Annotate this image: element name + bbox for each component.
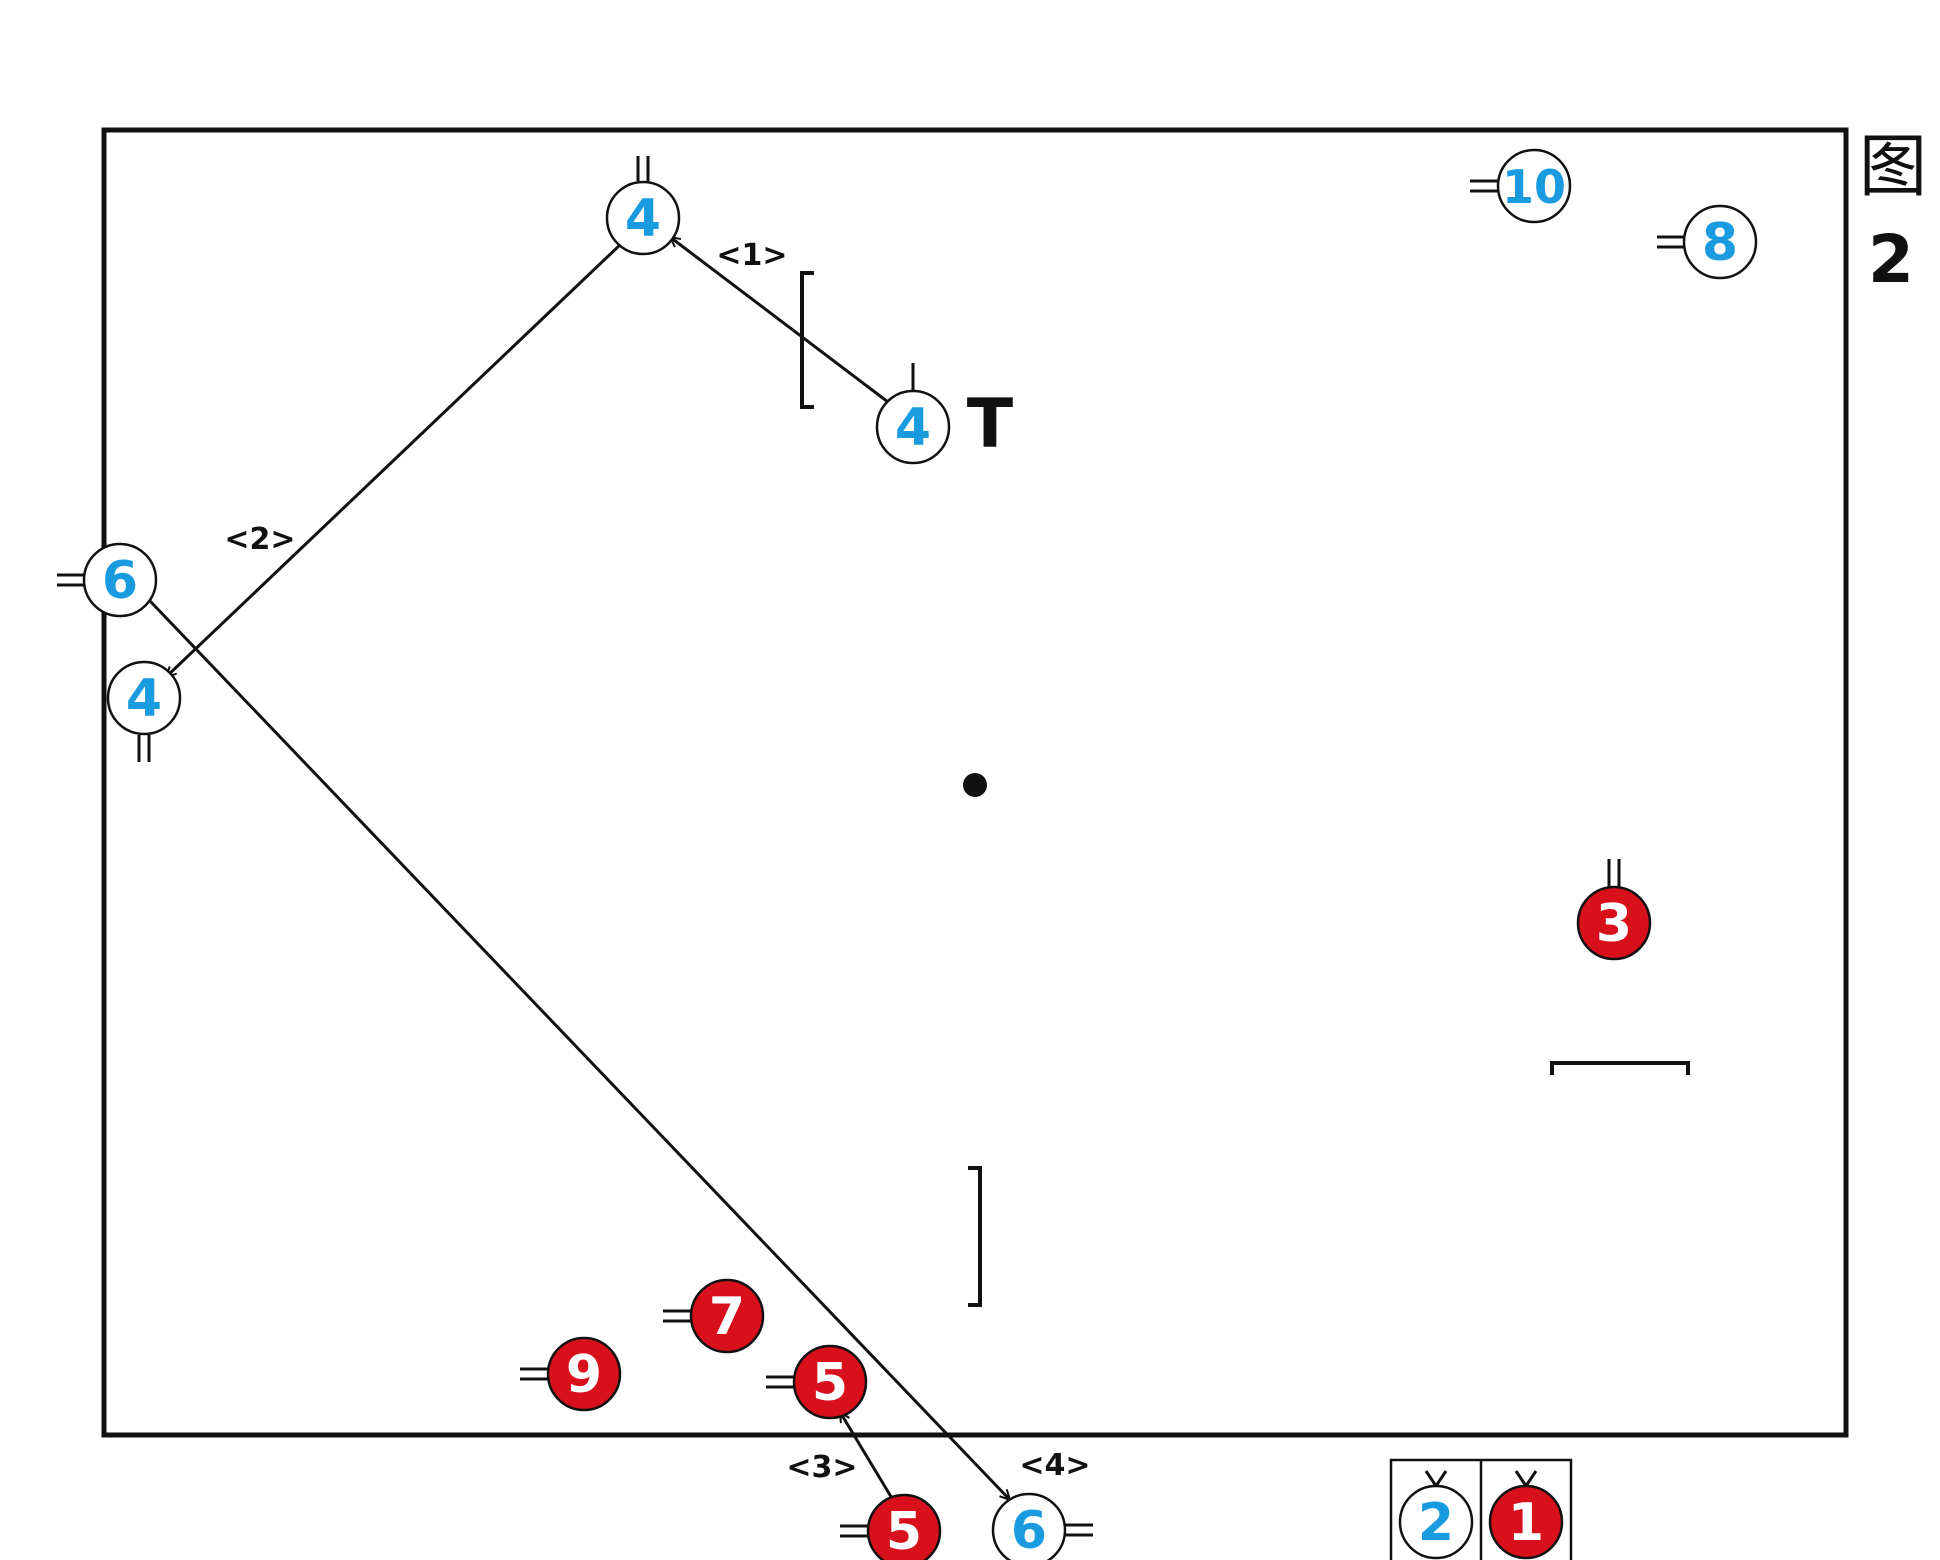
player-blue-4-top: 4 xyxy=(605,156,681,256)
player-blue-4-start: 4 xyxy=(875,363,951,465)
sequence-label-4: <4> xyxy=(1019,1448,1090,1483)
player-number: 6 xyxy=(102,551,138,611)
player-number: 9 xyxy=(566,1345,602,1405)
figure-label-number: 2 xyxy=(1868,221,1914,298)
player-blue-6-left: 6 xyxy=(57,542,158,618)
legend-number: 2 xyxy=(1418,1493,1454,1553)
player-red-3: 3 xyxy=(1576,859,1652,961)
legend-entry-red: 1 xyxy=(1488,1470,1564,1560)
player-number: 6 xyxy=(1011,1501,1047,1560)
legend-box: 2 1 xyxy=(1389,1458,1573,1560)
court-boundary xyxy=(101,127,1849,1438)
sequence-label-3: <3> xyxy=(786,1450,857,1485)
move-arrow-1 xyxy=(670,237,889,404)
move-arrow-2 xyxy=(166,241,624,677)
player-red-5-bottom: 5 xyxy=(840,1493,942,1560)
figure-label-char: 图 xyxy=(1859,128,1927,207)
player-blue-10: 10 xyxy=(1470,148,1572,224)
sequence-label-1: <1> xyxy=(716,238,787,273)
screen-bracket-right xyxy=(1550,1061,1690,1075)
player-number: 3 xyxy=(1596,894,1632,954)
player-number: 8 xyxy=(1702,213,1738,273)
screen-bracket-top xyxy=(800,271,814,409)
player-red-7: 7 xyxy=(663,1278,765,1354)
player-number: 5 xyxy=(886,1502,922,1560)
move-arrow-3 xyxy=(838,1412,895,1501)
player-number: 4 xyxy=(126,669,162,729)
player-blue-4-left: 4 xyxy=(106,660,182,762)
player-blue-8: 8 xyxy=(1657,204,1758,280)
t-marker: T xyxy=(967,385,1014,464)
screen-bracket-bottom xyxy=(968,1166,982,1307)
move-arrow-4 xyxy=(148,599,1010,1500)
player-number: 5 xyxy=(812,1353,848,1413)
player-blue-6-bottom: 6 xyxy=(991,1492,1093,1560)
legend-entry-blue: 2 xyxy=(1398,1470,1474,1560)
player-number: 10 xyxy=(1502,160,1566,214)
center-spot xyxy=(963,773,987,797)
sequence-label-2: <2> xyxy=(224,522,295,557)
player-red-9: 9 xyxy=(520,1336,622,1412)
player-number: 4 xyxy=(625,189,661,249)
player-number: 7 xyxy=(709,1287,745,1347)
player-red-5-court: 5 xyxy=(766,1344,868,1420)
player-number: 4 xyxy=(895,398,931,458)
legend-number: 1 xyxy=(1508,1493,1544,1553)
